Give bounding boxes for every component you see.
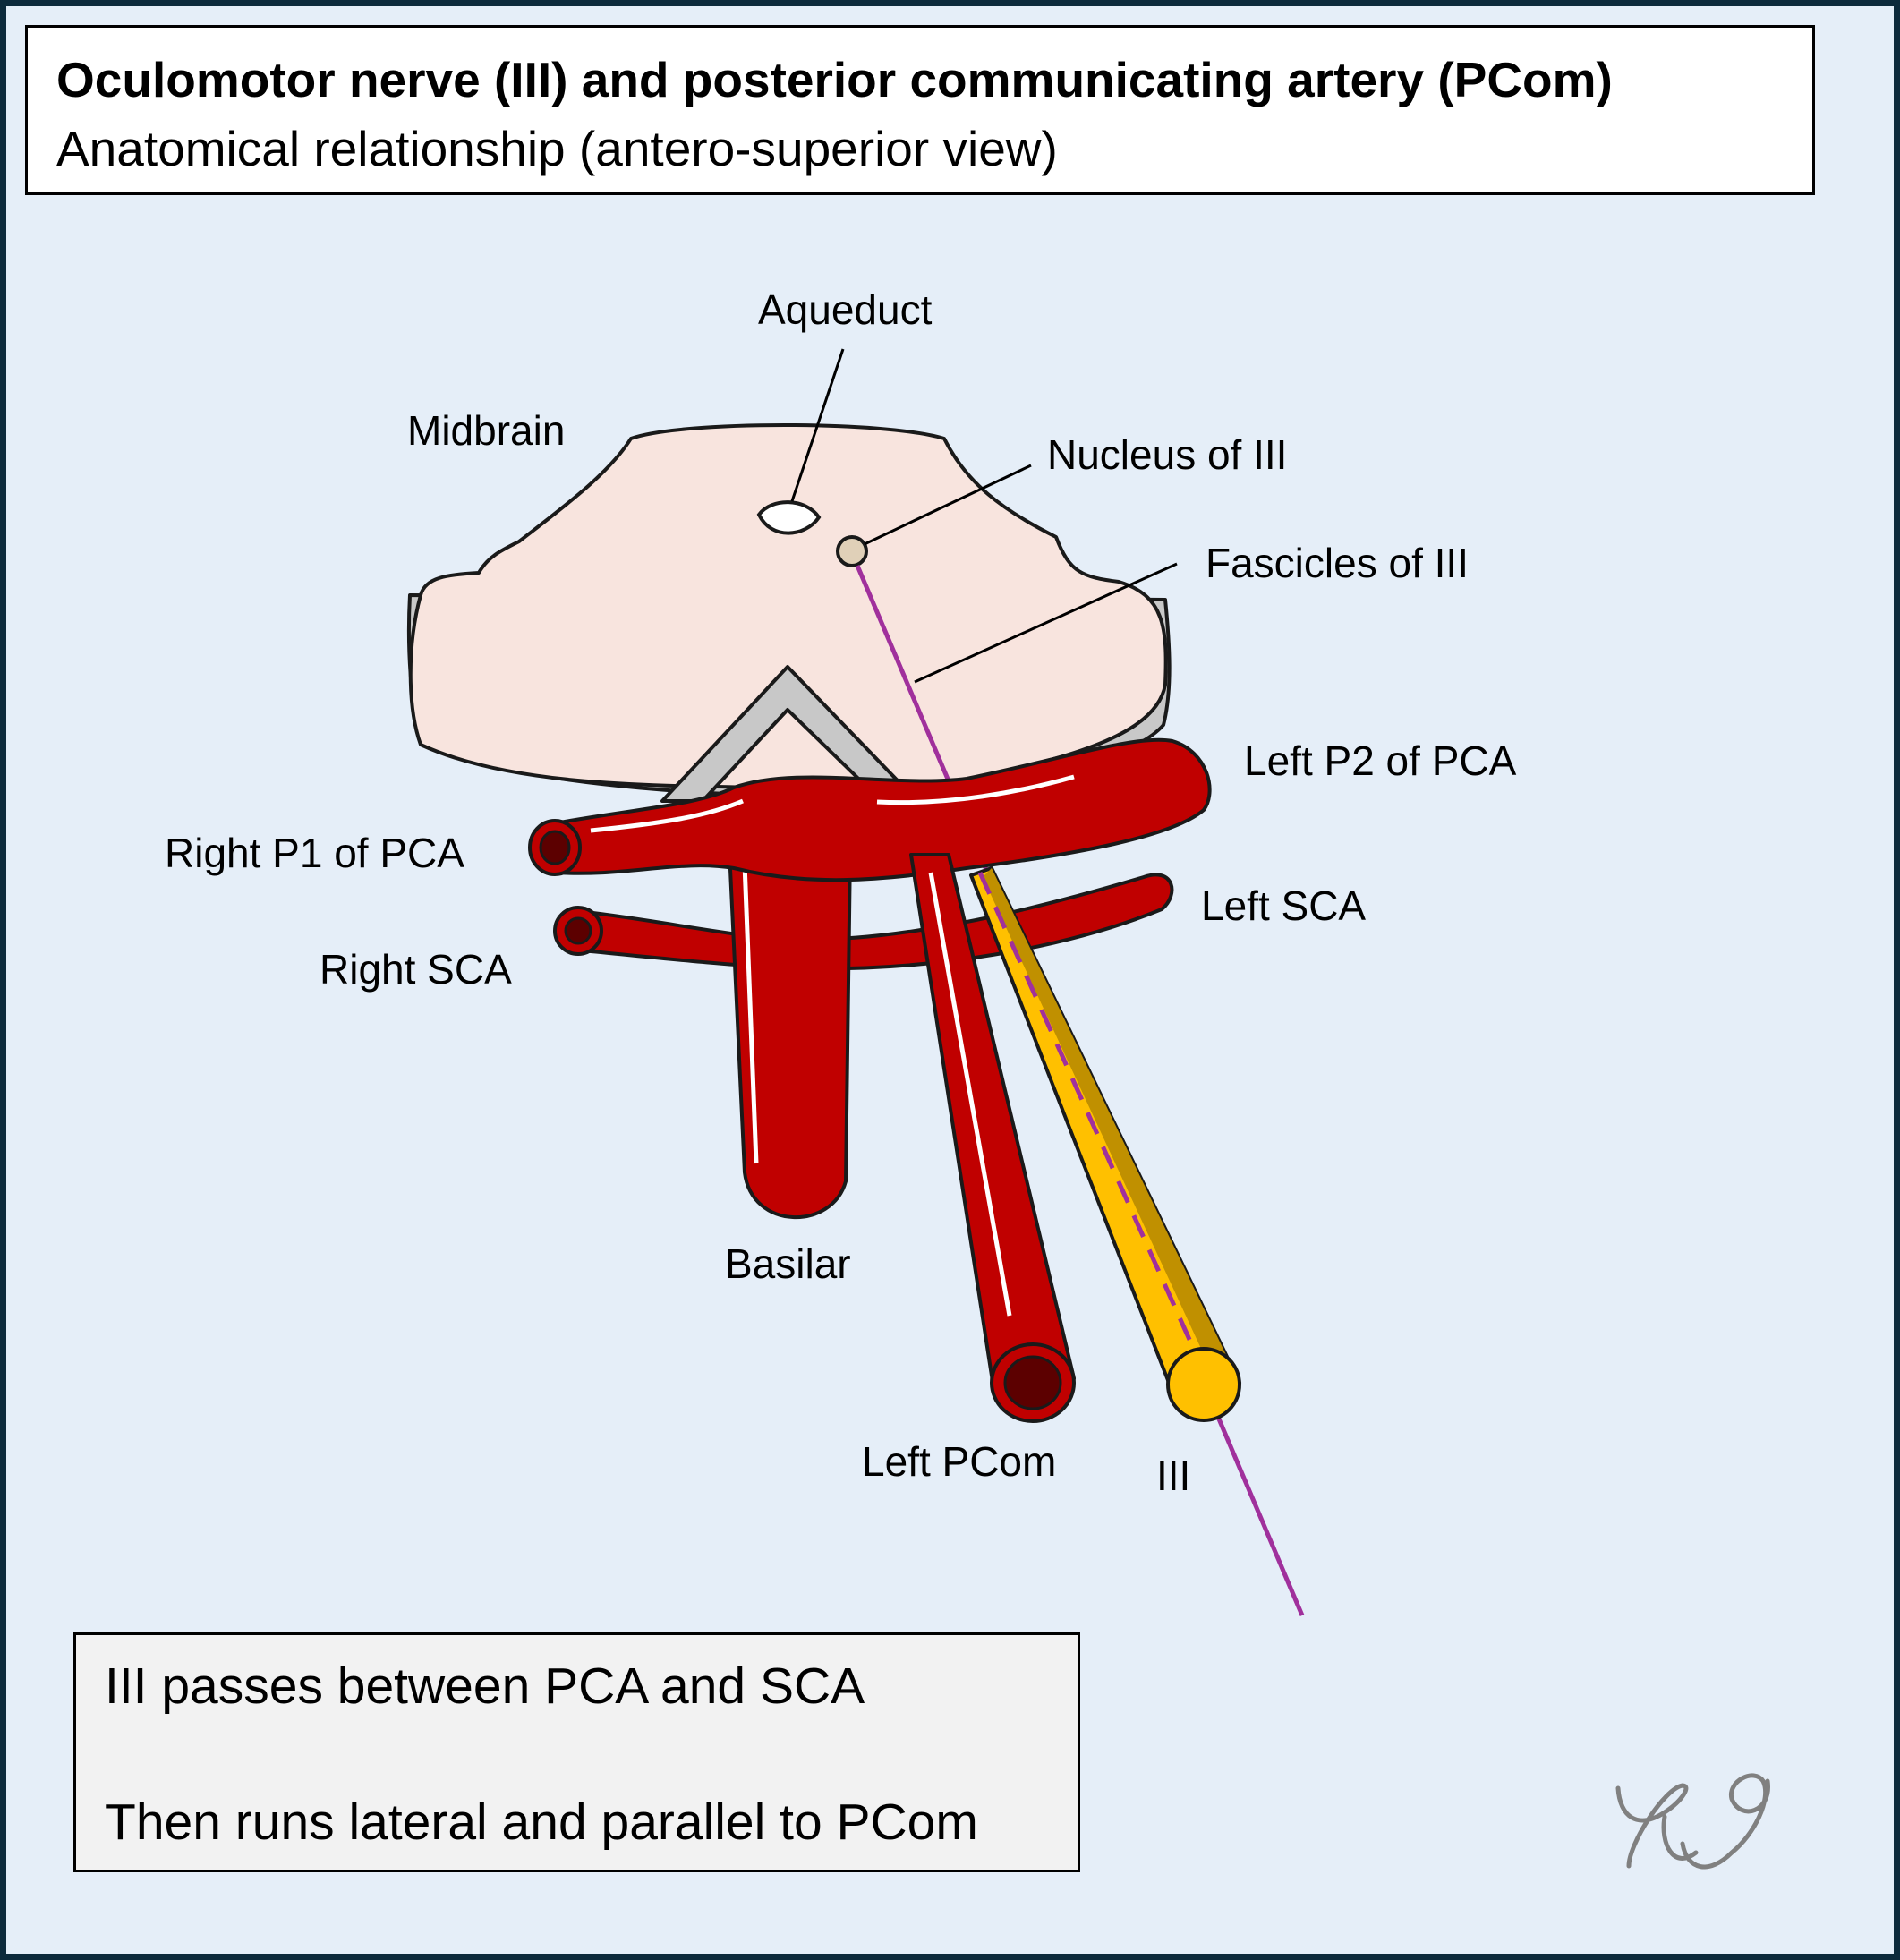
label-nucleus-of-iii: Nucleus of III (1047, 431, 1287, 478)
label-fascicles-of-iii: Fascicles of III (1206, 540, 1469, 586)
note-box: III passes between PCA and SCA Then runs… (73, 1632, 1080, 1872)
signature-icon (1615, 1773, 1770, 1870)
basilar-highlight (742, 863, 759, 1164)
basilar (728, 848, 852, 1220)
right-p1-inner (539, 830, 571, 865)
title-box: Oculomotor nerve (III) and posterior com… (25, 25, 1815, 195)
pca-highlight (590, 774, 1075, 833)
pca (553, 737, 1212, 882)
label-left-p2: Left P2 of PCA (1244, 737, 1517, 784)
left-pcom-highlight (928, 872, 1012, 1317)
label-aqueduct: Aqueduct (758, 286, 933, 333)
label-midbrain: Midbrain (407, 407, 565, 454)
left-pcom-inner (1003, 1355, 1062, 1410)
right-sca-inner (564, 916, 592, 945)
oculomotor-nerve-shade (983, 868, 1240, 1387)
note-line-1: III passes between PCA and SCA (105, 1657, 865, 1715)
label-right-p1: Right P1 of PCA (165, 830, 464, 876)
diagram-title: Oculomotor nerve (III) and posterior com… (56, 52, 1613, 107)
right-sca (575, 873, 1174, 971)
label-right-sca: Right SCA (320, 946, 512, 993)
nucleus-of-iii (836, 535, 868, 567)
label-iii: III (1156, 1453, 1190, 1499)
label-left-pcom: Left PCom (862, 1438, 1056, 1485)
note-line-2: Then runs lateral and parallel to PCom (105, 1794, 978, 1851)
aqueduct-leader (790, 348, 845, 502)
diagram-subtitle: Anatomical relationship (antero-superior… (56, 121, 1058, 176)
fascicles-leader (914, 562, 1178, 684)
label-left-sca: Left SCA (1201, 882, 1366, 929)
nucleus-leader (864, 464, 1032, 546)
aqueduct (756, 500, 822, 535)
label-basilar: Basilar (725, 1240, 851, 1287)
midbrain (408, 423, 1168, 793)
oculomotor-nerve-end (1166, 1347, 1241, 1422)
fascicles-dashed (977, 871, 1213, 1387)
